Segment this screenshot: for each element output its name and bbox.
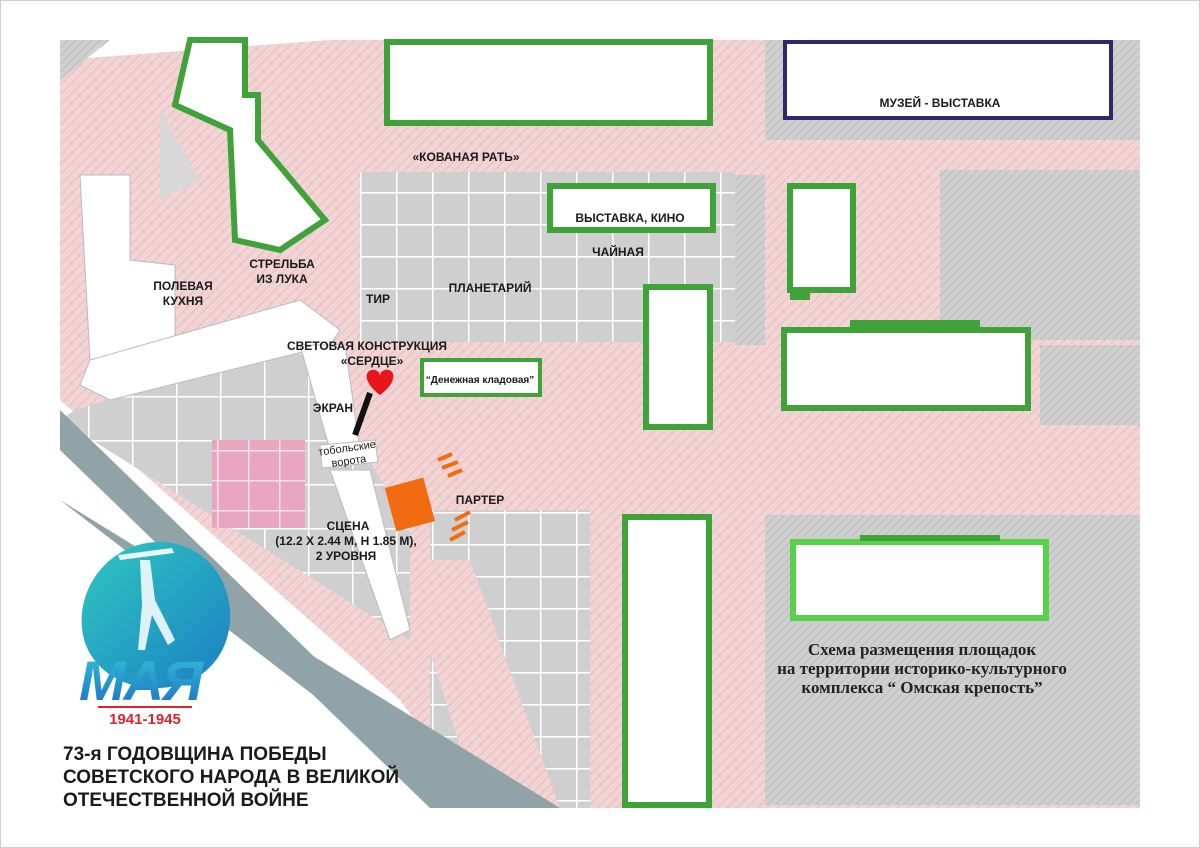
grey-corner-area [60, 40, 110, 80]
label-shooting-range: ТИР [366, 292, 390, 306]
caption-line1: Схема размещения площадок [808, 640, 1037, 659]
tobolsk-gate [319, 439, 379, 469]
label-museum: МУЗЕЙ - ВЫСТАВКА [880, 95, 1001, 110]
label-screen: ЭКРАН [313, 401, 353, 415]
pink-walkway [400, 560, 560, 808]
label-light-line1: СВЕТОВАЯ КОНСТРУКЦИЯ [287, 339, 447, 353]
building-roof-strip-2 [860, 535, 1000, 541]
grey-corner-area-2 [160, 110, 200, 200]
label-tea-room: ЧАЙНАЯ [592, 244, 644, 259]
logo-word: МАЯ [79, 649, 204, 712]
logo-figure-icon [138, 560, 175, 650]
building-bottom-tall [622, 514, 712, 808]
grey-block-right [940, 170, 1140, 340]
parter-seating-icon [437, 452, 471, 542]
label-kovanaya-rat: «КОВАНАЯ РАТЬ» [412, 150, 519, 164]
building-bottom-right [790, 539, 1049, 621]
building-right-long [781, 327, 1031, 411]
label-tobolsk-gate-line2: ворота [331, 453, 368, 470]
river-bank [60, 410, 470, 808]
anniversary-line3: ОТЕЧЕСТВЕННОЙ ВОЙНЕ [63, 789, 309, 811]
logo-sword-icon [118, 548, 174, 560]
label-money-vault: “Денежная кладовая” [426, 375, 535, 386]
stage-block [384, 477, 436, 532]
screen-bar [352, 391, 373, 437]
heart-icon [366, 369, 394, 395]
building-center-tall [643, 284, 713, 430]
building-archery [171, 37, 330, 254]
label-stage-line3: 2 УРОВНЯ [316, 549, 377, 563]
caption-line2: на территории историко-культурного [777, 659, 1067, 678]
building-money-vault [420, 358, 542, 397]
building-kovanaya-rat [384, 39, 713, 126]
building-annex [790, 290, 810, 300]
fortress-wall-bottom [329, 469, 411, 641]
label-planetarium: ПЛАНЕТАРИЙ [449, 280, 532, 295]
logo-years: 1941-1945 [109, 711, 181, 728]
victory-logo: МАЯ 1941-1945 [79, 541, 231, 728]
grey-block-right-2 [1040, 345, 1140, 425]
building-museum [783, 40, 1113, 120]
label-archery-line2: ИЗ ЛУКА [256, 272, 308, 286]
label-field-kitchen-line1: ПОЛЕВАЯ [153, 279, 212, 293]
anniversary-line1: 73-я ГОДОВЩИНА ПОБЕДЫ [63, 744, 327, 765]
grey-strip [735, 175, 765, 345]
building-right-small [787, 183, 856, 293]
label-parter: ПАРТЕР [456, 493, 504, 507]
label-stage-line2: (12.2 Х 2.44 М, Н 1.85 М), [275, 534, 416, 548]
label-archery-line1: СТРЕЛЬБА [249, 257, 315, 271]
label-light-line2: «СЕРДЦЕ» [341, 354, 404, 368]
caption-line3: комплекса “ Омская крепость” [801, 678, 1042, 697]
label-exhibition-cinema: ВЫСТАВКА, КИНО [575, 211, 684, 225]
anniversary-line2: СОВЕТСКОГО НАРОДА В ВЕЛИКОЙ [63, 766, 399, 788]
pink-tile-plaza [212, 440, 305, 528]
building-exhibition-cinema [547, 183, 716, 233]
label-field-kitchen-line2: КУХНЯ [163, 294, 203, 308]
building-roof-strip [850, 320, 980, 328]
label-stage-line1: СЦЕНА [327, 519, 370, 533]
